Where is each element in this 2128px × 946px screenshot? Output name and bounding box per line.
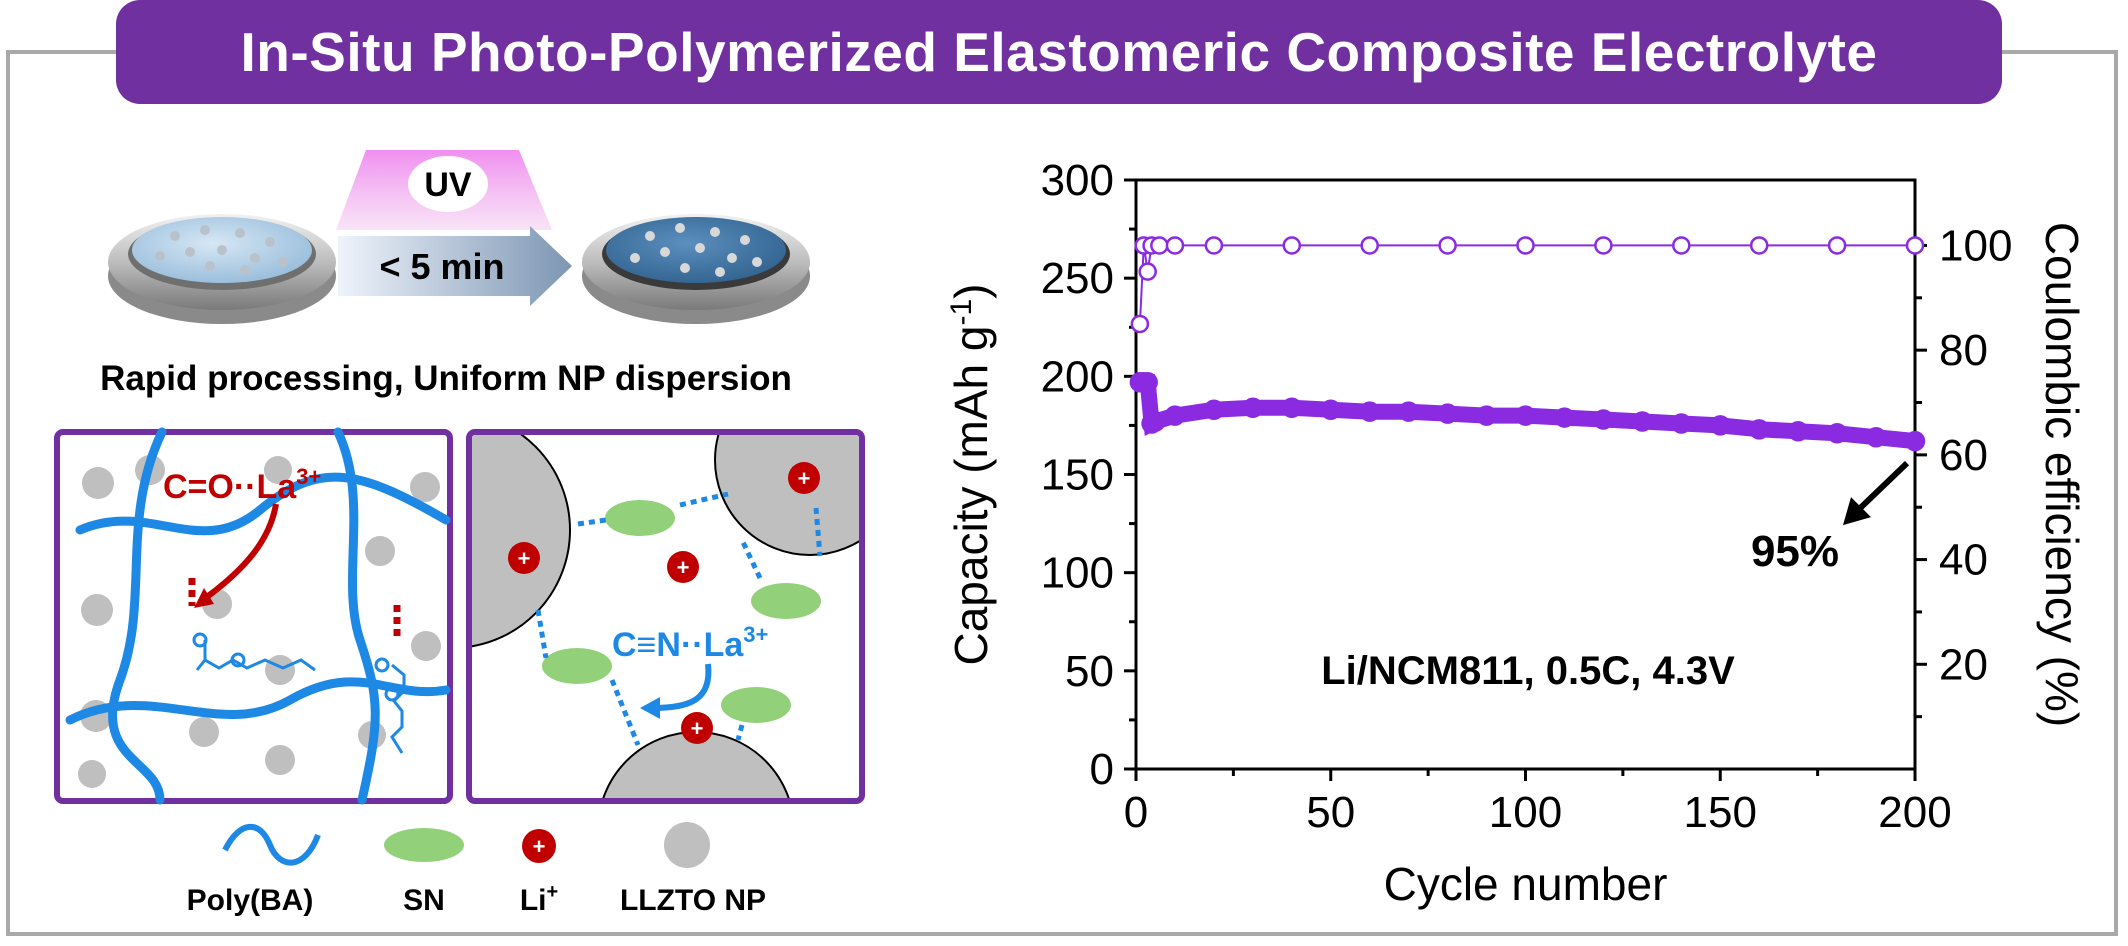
svg-text:+: +	[533, 834, 546, 859]
capacity-point	[1787, 421, 1809, 442]
y-left-tick-label: 200	[1041, 352, 1114, 401]
y-right-axis-title: Coulombic efficiency (%)	[2036, 222, 2088, 727]
capacity-point	[1593, 409, 1614, 430]
li-legend-icon	[522, 829, 556, 863]
li-plus-3: +	[798, 466, 811, 491]
capacity-point	[1145, 411, 1166, 432]
capacity-point	[1398, 401, 1419, 422]
ce-point	[1672, 236, 1691, 255]
x-tick-label: 50	[1306, 788, 1355, 837]
y-right-tick-label: 60	[1939, 431, 1988, 480]
condition-annotation: Li/NCM811, 0.5C, 4.3V	[1321, 649, 1735, 693]
li-plus-4: +	[691, 716, 704, 741]
li-plus-1: +	[518, 546, 531, 571]
capacity-point	[1137, 371, 1158, 393]
ce-point	[1150, 236, 1169, 255]
capacity-point	[1826, 423, 1848, 444]
capacity-point	[1281, 397, 1303, 418]
capacity-point	[1476, 405, 1497, 426]
title-banner: In-Situ Photo-Polymerized Elastomeric Co…	[116, 0, 2002, 104]
legend-poly: Poly(BA)	[187, 884, 314, 917]
llzto-legend-icon	[664, 822, 710, 868]
ce-point	[1905, 236, 1925, 255]
x-tick-label: 0	[1124, 788, 1148, 837]
figure-title: In-Situ Photo-Polymerized Elastomeric Co…	[240, 21, 1878, 83]
y-left-tick-label: 250	[1041, 254, 1114, 303]
y-right-tick-label: 100	[1939, 221, 2012, 270]
capacity-point	[1242, 397, 1264, 418]
y-right-tick-label: 80	[1939, 326, 1988, 375]
y-right-tick-label: 40	[1939, 536, 1988, 585]
capacity-point	[1359, 401, 1380, 422]
y-left-tick-label: 0	[1090, 745, 1114, 794]
capacity-point	[1904, 430, 1926, 452]
polymer-panel: C=O··La3+	[54, 427, 453, 805]
capacity-chart: 0 50 100 150 200 0 50 100 150 200 250 300 20 40 60 80 10…	[945, 156, 2088, 910]
cn-la-annotation: C≡N··La3+	[612, 622, 768, 664]
retention-label: 95%	[1751, 527, 1839, 576]
ce-point	[1165, 236, 1185, 255]
ce-point	[1594, 236, 1613, 255]
ce-point	[1138, 262, 1157, 281]
legend: + Poly(BA) SN Li+ LLZTO NP	[187, 822, 766, 917]
x-tick-label: 200	[1878, 788, 1951, 837]
y-left-tick-label: 300	[1041, 156, 1114, 205]
retention-arrow	[1854, 460, 1910, 514]
series-layer	[1129, 236, 1926, 452]
x-tick-label: 150	[1684, 788, 1757, 837]
ce-series-line	[1138, 244, 1915, 325]
capacity-point	[1748, 419, 1770, 440]
uv-light: UV	[336, 150, 552, 230]
capacity-point	[1671, 413, 1692, 434]
capacity-point	[1515, 405, 1536, 426]
time-label: < 5 min	[379, 246, 504, 287]
labels-layer: 0 50 100 150 200 0 50 100 150 200 250 300 20 40 60 80 10…	[945, 156, 2088, 910]
ce-point	[1516, 236, 1535, 255]
capacity-point	[1554, 407, 1575, 428]
ce-point	[1130, 314, 1150, 334]
retention-arrowhead	[1843, 497, 1871, 526]
y-left-tick-label: 50	[1065, 647, 1114, 696]
legend-li: Li+	[520, 881, 558, 917]
axis-ticks	[1124, 178, 1927, 781]
ce-point	[1204, 236, 1224, 255]
uv-label: UV	[424, 166, 472, 204]
capacity-point	[1710, 415, 1731, 436]
y-left-tick-label: 100	[1041, 549, 1114, 598]
y-right-tick-label: 20	[1939, 640, 1988, 689]
schematic-panel: UV < 5 min Rapid processing, Uniform NP …	[54, 150, 865, 917]
y-left-axis-title: Capacity (mAh g-1)	[945, 283, 997, 665]
process-arrow: < 5 min	[338, 226, 572, 306]
dish-before	[108, 214, 336, 324]
ce-point	[1827, 236, 1847, 255]
sn-legend-icon	[384, 828, 464, 862]
capacity-point	[1437, 403, 1458, 424]
capacity-point	[1632, 411, 1653, 432]
x-axis-title: Cycle number	[1384, 858, 1668, 910]
process-caption: Rapid processing, Uniform NP dispersion	[100, 359, 792, 398]
capacity-point	[1865, 426, 1887, 448]
ion-panel: + + + + C≡N··La3+	[466, 429, 865, 804]
x-tick-label: 100	[1489, 788, 1562, 837]
li-plus-2: +	[677, 555, 690, 580]
capacity-point	[1320, 399, 1341, 420]
co-la-annotation: C=O··La3+	[163, 464, 321, 506]
ce-point	[1749, 236, 1769, 255]
capacity-point	[1164, 405, 1186, 426]
legend-sn: SN	[403, 884, 445, 917]
legend-llzto: LLZTO NP	[620, 884, 766, 917]
ce-point	[1282, 236, 1302, 255]
y-left-tick-label: 150	[1041, 451, 1114, 500]
capacity-point	[1203, 399, 1225, 420]
ce-point	[1438, 236, 1457, 255]
dish-after	[582, 214, 810, 324]
polymer-legend-icon	[222, 823, 321, 866]
ce-point	[1360, 236, 1379, 255]
